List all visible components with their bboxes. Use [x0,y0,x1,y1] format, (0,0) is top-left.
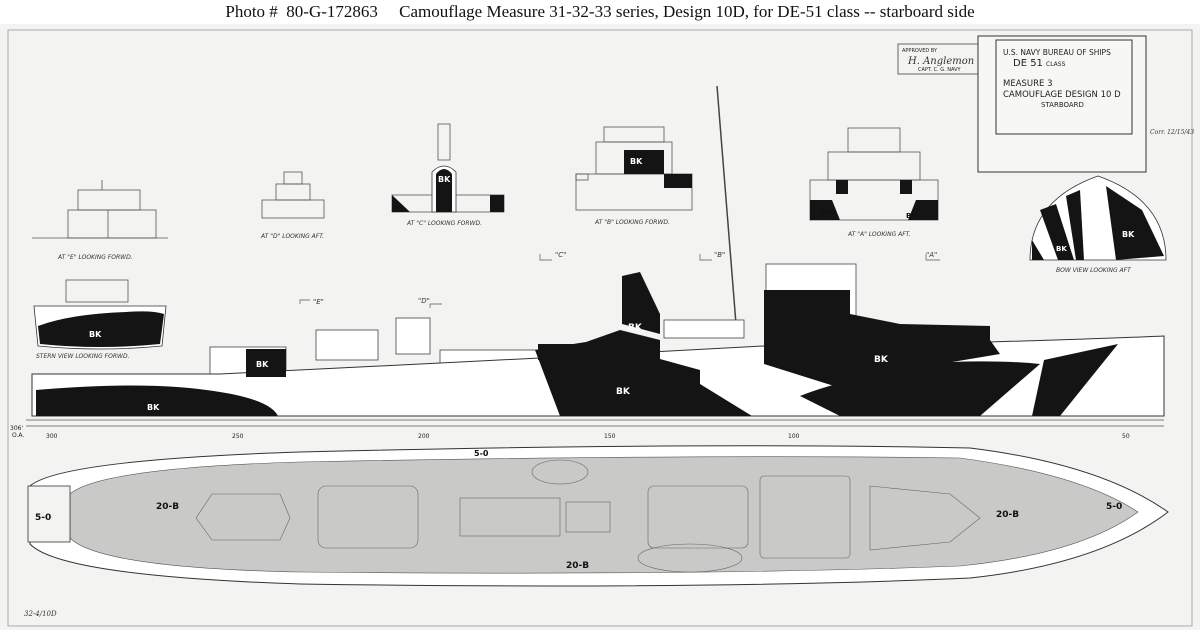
section-c-color-code: BK [438,175,451,184]
section-d-view [261,171,325,219]
section-d-label: AT "D" LOOKING AFT. [260,233,324,240]
correction-note: Corr. 12/15/43 [1150,129,1194,136]
deck-plan [27,445,1169,587]
title-block-class-word: CLASS [1046,61,1066,68]
deck-code-aft: 20-B [156,502,179,512]
scale-oa-label: O.A. [12,432,24,439]
profile-color-code-house: BK [256,360,269,369]
camouflage-drawing: APPROVED BY H. Anglemon CAPT. C. G. NAVY… [7,29,1194,627]
section-a-label: AT "A" LOOKING AFT. [847,231,911,238]
section-e-view [32,180,168,239]
deck-code-stern: 5-0 [35,513,51,523]
approval-signature: H. Anglemon [907,56,974,67]
ship-profile [31,85,1165,417]
approval-stamp: APPROVED BY H. Anglemon CAPT. C. G. NAVY [897,43,979,75]
scale-tick-300: 300 [46,433,58,440]
scale-tick-150: 150 [604,433,616,440]
caption-title: Camouflage Measure 31-32-33 series, Desi… [399,2,975,21]
marker-a: "A" [926,251,937,259]
scale-oa-length: 306' [10,425,23,432]
bow-view-label: BOW VIEW LOOKING AFT [1056,267,1132,274]
bow-view-color-code-left: BK [1056,245,1067,253]
section-c-label: AT "C" LOOKING FORWD. [406,220,482,227]
title-block: U.S. NAVY BUREAU OF SHIPS DE 51 CLASS ME… [977,35,1194,173]
approval-label: APPROVED BY [902,48,938,54]
marker-d: "D" [418,297,430,305]
approval-rank: CAPT. C. G. NAVY [918,67,962,73]
section-b-label: AT "B" LOOKING FORWD. [594,219,670,226]
title-block-agency: U.S. NAVY BUREAU OF SHIPS [1003,48,1111,57]
profile-color-code-stack: BK [628,323,643,333]
deck-code-mid: 20-B [566,561,589,571]
deck-code-fwd: 20-B [996,510,1019,520]
scale-tick-200: 200 [418,433,430,440]
scale-tick-100: 100 [788,433,800,440]
profile-color-code-fwd: BK [874,355,889,365]
profile-color-code-mid: BK [616,387,631,397]
sheet-number: 32-4/10D [24,610,57,618]
photo-caption: Photo # 80-G-172863 Camouflage Measure 3… [0,0,1200,24]
stern-view-color-code: BK [89,330,102,339]
marker-c: "C" [555,251,566,259]
scale-bar [26,419,1164,427]
stern-view [33,279,167,350]
marker-b: "B" [714,251,725,259]
marker-e: "E" [313,298,324,306]
title-block-measure: MEASURE 3 [1003,79,1053,89]
title-block-side: STARBOARD [1041,101,1084,109]
scale-tick-50: 50 [1122,433,1130,440]
title-block-class-number: DE 51 [1013,58,1043,69]
section-markers [299,254,940,308]
bow-view-color-code-right: BK [1122,230,1135,239]
scale-tick-250: 250 [232,433,244,440]
title-block-design: CAMOUFLAGE DESIGN 10 D [1003,90,1121,100]
stern-view-label: STERN VIEW LOOKING FORWD. [36,353,130,360]
deck-code-port-edge: 5-0 [474,449,489,458]
section-a-view [809,127,939,221]
deck-code-bow: 5-0 [1106,502,1122,512]
bow-view [1029,175,1167,261]
section-b-color-code: BK [630,157,643,166]
section-e-label: AT "E" LOOKING FORWD. [57,254,133,261]
section-c-view [391,123,505,213]
section-a-color-code-right: BK [906,212,917,220]
section-a-color-code-left: BK [822,208,833,216]
section-b-view [575,126,693,211]
sheet-border [7,29,1193,627]
photo-number: Photo # 80-G-172863 [225,2,378,21]
profile-color-code-aft: BK [147,403,160,412]
